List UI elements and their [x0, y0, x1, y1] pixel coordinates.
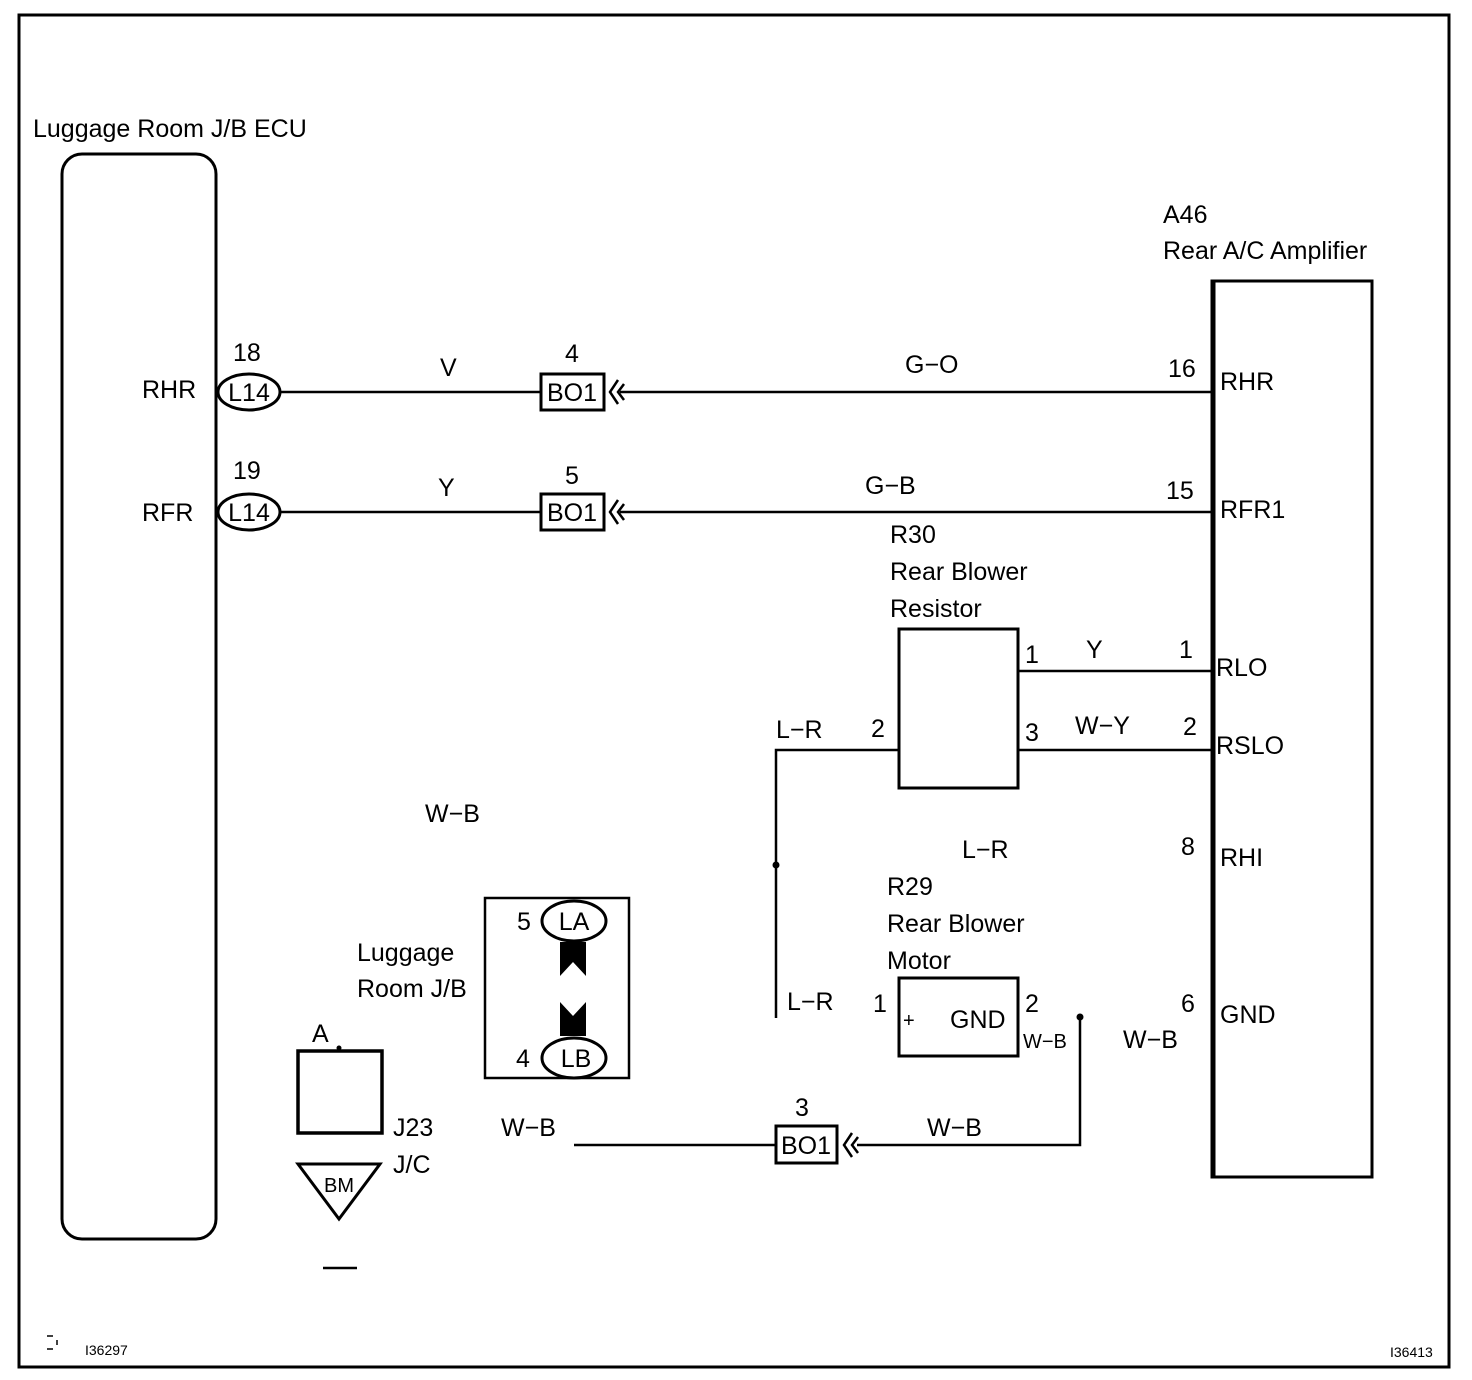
ground-label: BM	[324, 1175, 354, 1197]
resistor-box	[897, 627, 1020, 790]
bo1-rhr-pin-number: 4	[565, 340, 579, 368]
amp-pin-rlo: RLO	[1216, 654, 1267, 682]
resistor-code: R30	[890, 521, 936, 549]
jb-title-line1: Luggage	[357, 939, 454, 967]
bo1-connector-rhr	[539, 372, 606, 412]
resistor-title-line1: Rear Blower	[890, 558, 1028, 586]
wire-color-res-in: L−R	[776, 716, 823, 744]
bo1-connector-ground	[774, 1124, 839, 1165]
footer-marker-icon	[47, 1335, 58, 1350]
lb-label: LB	[561, 1045, 592, 1073]
wire-ground-right	[857, 1017, 1082, 1147]
wire-color-rlo: Y	[1086, 636, 1103, 664]
ecu-title: Luggage Room J/B ECU	[33, 115, 307, 143]
l14-label-rhr: L14	[228, 379, 270, 407]
bo1-connector-rfr	[539, 492, 606, 532]
jc-box	[296, 1049, 384, 1135]
wire-color-jb: W−B	[425, 800, 480, 828]
wire-color-rhr-right: G−O	[905, 351, 959, 379]
mot-pin-1: 1	[873, 990, 887, 1018]
bo1-rfr-pin-number: 5	[565, 462, 579, 490]
amp-pin-rslo: RSLO	[1216, 732, 1284, 760]
connector-arrow-rhr	[608, 379, 625, 405]
la-connector	[540, 899, 608, 943]
bo1-label-rhr: BO1	[547, 379, 597, 407]
motor-code: R29	[887, 873, 933, 901]
amplifier-title: Rear A/C Amplifier	[1163, 237, 1367, 265]
wire-color-rslo: W−Y	[1075, 712, 1130, 740]
jb-lb-pin-number: 4	[516, 1045, 530, 1073]
wire-color-ground-mid: W−B	[927, 1114, 982, 1142]
bo1-label-rfr: BO1	[547, 499, 597, 527]
jc-code: J23	[393, 1114, 433, 1142]
wire-color-rhr-left: V	[440, 354, 457, 382]
diagram-frame	[17, 13, 1451, 1369]
la-label: LA	[559, 908, 590, 936]
motor-title-line1: Rear Blower	[887, 910, 1025, 938]
jb-title-line2: Room J/B	[357, 975, 467, 1003]
amp-rhi-pin-number: 8	[1181, 833, 1195, 861]
amplifier-box	[1210, 279, 1374, 1179]
wire-color-mot-in: L−R	[787, 988, 834, 1016]
bo1-gnd-pin-number: 3	[795, 1094, 809, 1122]
motor-box	[897, 976, 1020, 1058]
amp-rfr1-pin-number: 15	[1166, 477, 1194, 505]
res-pin-1: 1	[1025, 641, 1039, 669]
connector-arrow-ground	[842, 1132, 859, 1158]
wire-junction-lr	[772, 861, 780, 869]
amp-gnd-pin-number: 6	[1181, 990, 1195, 1018]
motor-plus-mark: +	[903, 1010, 915, 1032]
wire-color-rfr-right: G−B	[865, 472, 916, 500]
jc-name: J/C	[393, 1151, 431, 1179]
wire-endpoint-ground	[1076, 1013, 1084, 1021]
ecu-pin-rhr: RHR	[142, 376, 196, 404]
connector-arrow-rfr	[608, 499, 625, 525]
amp-pin-rhr: RHR	[1220, 368, 1274, 396]
amp-rslo-pin-number: 2	[1183, 713, 1197, 741]
mot-pin-2: 2	[1025, 990, 1039, 1018]
jb-la-pin-number: 5	[517, 908, 531, 936]
ecu-box	[60, 152, 218, 1241]
ecu-rfr-pin-number: 19	[233, 457, 261, 485]
wire-color-motor-gnd: W−B	[1023, 1031, 1067, 1053]
amp-rhr-pin-number: 16	[1168, 355, 1196, 383]
jc-terminal-label: A	[312, 1020, 329, 1048]
motor-gnd-label: GND	[950, 1006, 1006, 1034]
l14-label-rfr: L14	[228, 499, 270, 527]
res-pin-3: 3	[1025, 719, 1039, 747]
amp-pin-rfr1: RFR1	[1220, 496, 1285, 524]
wire-color-ground-left: W−B	[501, 1114, 556, 1142]
amp-rlo-pin-number: 1	[1179, 636, 1193, 664]
wire-resistor-input	[774, 748, 899, 1018]
wire-color-rfr-left: Y	[438, 474, 455, 502]
jb-internal-link-bottom	[560, 1002, 586, 1036]
lb-connector	[540, 1036, 608, 1080]
footer-code-left: I36297	[85, 1342, 128, 1358]
bo1-label-ground: BO1	[781, 1132, 831, 1160]
jb-internal-link-top	[560, 942, 586, 976]
amp-pin-rhi: RHI	[1220, 844, 1263, 872]
motor-title-line2: Motor	[887, 947, 951, 975]
footer-code-right: I36413	[1390, 1344, 1433, 1360]
res-pin-2: 2	[871, 715, 885, 743]
amp-pin-gnd: GND	[1220, 1001, 1276, 1029]
wire-color-rhi: L−R	[962, 836, 1009, 864]
amplifier-code: A46	[1163, 201, 1207, 229]
resistor-title-line2: Resistor	[890, 595, 982, 623]
ground-symbol	[295, 1162, 383, 1222]
ecu-pin-rfr: RFR	[142, 499, 193, 527]
wire-color-amp-gnd: W−B	[1123, 1026, 1178, 1054]
ecu-rhr-pin-number: 18	[233, 339, 261, 367]
